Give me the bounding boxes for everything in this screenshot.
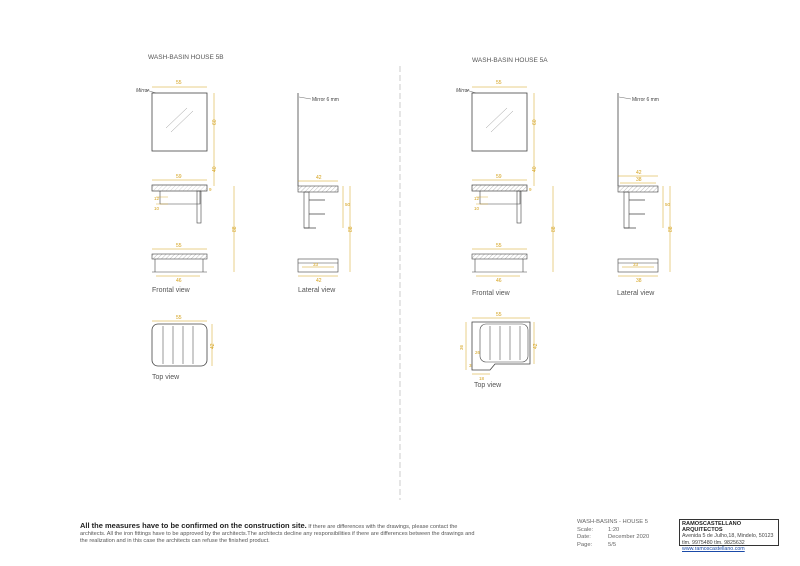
dim-mirror-width-5b: 55 <box>176 80 182 86</box>
construction-note-text: If there are differences with the drawin… <box>80 524 475 545</box>
scale-key: Scale: <box>577 526 594 533</box>
dim-top-width-5b: 55 <box>176 315 182 321</box>
dim-9-5a: 9 <box>529 187 532 192</box>
dim-46-5b: 46 <box>176 278 182 284</box>
dim-lower-width-5a: 55 <box>496 243 502 249</box>
basin-front-5a: 59 12 10 9 <box>471 174 532 224</box>
top-view-5a: 55 36 26 3 18 42 <box>459 312 539 381</box>
firm-website[interactable]: www.ramoscastellano.com <box>682 545 745 552</box>
dim-42-lat-5a: 42 <box>636 170 642 176</box>
dim-top-depth-5a: 42 <box>533 343 539 349</box>
top-view-label-5b: Top view <box>152 374 180 381</box>
lateral-view-5b: Mirror 6 mm 42 50 88 33 42 <box>297 93 354 284</box>
firm-name: RAMOSCASTELLANO ARQUITECTOS <box>682 521 742 534</box>
dim-36-top-5a: 36 <box>459 344 464 350</box>
dim-26-top-5a: 26 <box>475 350 481 355</box>
lateral-view-label-5b: Lateral view <box>298 287 336 294</box>
house-5a-drawings: 55 60 Mirror 40 59 12 10 9 88 55 <box>456 57 674 389</box>
dim-9-5b: 9 <box>209 187 212 192</box>
mirror-6mm-label-5a: Mirror 6 mm <box>632 97 659 103</box>
dim-3-top-5a: 3 <box>469 363 472 368</box>
lateral-view-label-5a: Lateral view <box>617 290 655 297</box>
mirror-front-5a: 55 60 Mirror <box>456 80 538 152</box>
dim-basin-width-5a: 59 <box>496 174 502 180</box>
dim-18-top-5a: 18 <box>479 376 485 381</box>
top-view-label-5a: Top view <box>474 382 502 389</box>
scale-value: 1:20 <box>608 526 620 533</box>
dim-top-width-5a: 55 <box>496 312 502 318</box>
project-name: WASH-BASINS - HOUSE 5 <box>577 519 648 525</box>
mirror-6mm-label-5b: Mirror 6 mm <box>312 97 339 103</box>
top-view-5b: 55 42 <box>151 315 216 367</box>
page-key: Page: <box>577 541 593 548</box>
dim-88-5b: 88 <box>232 226 238 232</box>
construction-note: All the measures have to be confirmed on… <box>80 522 480 546</box>
firm-address: Avenida 5 de Julho,18, Mindelo, 50123 <box>682 533 774 540</box>
dim-38-bottom-5a: 38 <box>636 278 642 284</box>
dim-12-5a: 12 <box>474 196 480 201</box>
page-value: 5/5 <box>608 541 617 548</box>
dim-gap-5b: 40 <box>212 166 218 172</box>
dim-50-lat-5a: 50 <box>665 202 671 207</box>
sheet-info: WASH-BASINS - HOUSE 5 Scale: 1:20 Date: De… <box>577 519 649 549</box>
frontal-view-label-5a: Frontal view <box>472 290 511 297</box>
dim-lower-width-5b: 55 <box>176 243 182 249</box>
dim-mirror-height-5b: 60 <box>212 119 218 125</box>
dim-42-bottom-5b: 42 <box>316 278 322 284</box>
dim-38-lat-5a: 38 <box>636 177 642 183</box>
basin-front-5b: 59 12 10 9 <box>151 174 212 224</box>
title-house-5b: WASH-BASIN HOUSE 5B <box>148 54 224 61</box>
dim-33-lat-5a: 33 <box>633 262 639 267</box>
dim-50-lat-5b: 50 <box>345 202 351 207</box>
dim-42-lat-5b: 42 <box>316 175 322 181</box>
date-value: December 2020 <box>608 534 650 541</box>
frontal-view-label-5b: Frontal view <box>152 287 191 294</box>
dim-88-lat-5a: 88 <box>668 226 674 232</box>
house-5b-drawings: 55 60 Mirror 40 59 12 10 9 88 55 <box>136 54 354 381</box>
lateral-view-5a: Mirror 6 mm 42 38 50 88 33 38 <box>617 93 674 284</box>
construction-note-bold: All the measures have to be confirmed on… <box>80 521 307 530</box>
lower-front-5b: 55 46 <box>151 243 208 284</box>
dim-mirror-width-5a: 55 <box>496 80 502 86</box>
mirror-label-5b: Mirror <box>136 88 149 94</box>
dim-10-5a: 10 <box>474 206 480 211</box>
dim-88-5a: 88 <box>551 226 557 232</box>
dim-88-lat-5b: 88 <box>348 226 354 232</box>
date-key: Date: <box>577 534 591 541</box>
mirror-label-5a: Mirror <box>456 88 469 94</box>
dim-10-5b: 10 <box>154 206 160 211</box>
dim-46-5a: 46 <box>496 278 502 284</box>
dim-top-depth-5b: 42 <box>210 343 216 349</box>
title-house-5a: WASH-BASIN HOUSE 5A <box>472 57 548 64</box>
firm-stamp: RAMOSCASTELLANO ARQUITECTOS Avenida 5 de… <box>679 519 779 552</box>
lower-front-5a: 55 46 <box>471 243 528 284</box>
dim-12-5b: 12 <box>154 196 160 201</box>
dim-basin-width-5b: 59 <box>176 174 182 180</box>
dim-mirror-height-5a: 60 <box>532 119 538 125</box>
dim-33-lat-5b: 33 <box>313 262 319 267</box>
dim-gap-5a: 40 <box>532 166 538 172</box>
firm-phone: tlm. 9975480 tlm. 9825632 <box>682 539 745 546</box>
mirror-front-5b: 55 60 Mirror <box>136 80 218 152</box>
